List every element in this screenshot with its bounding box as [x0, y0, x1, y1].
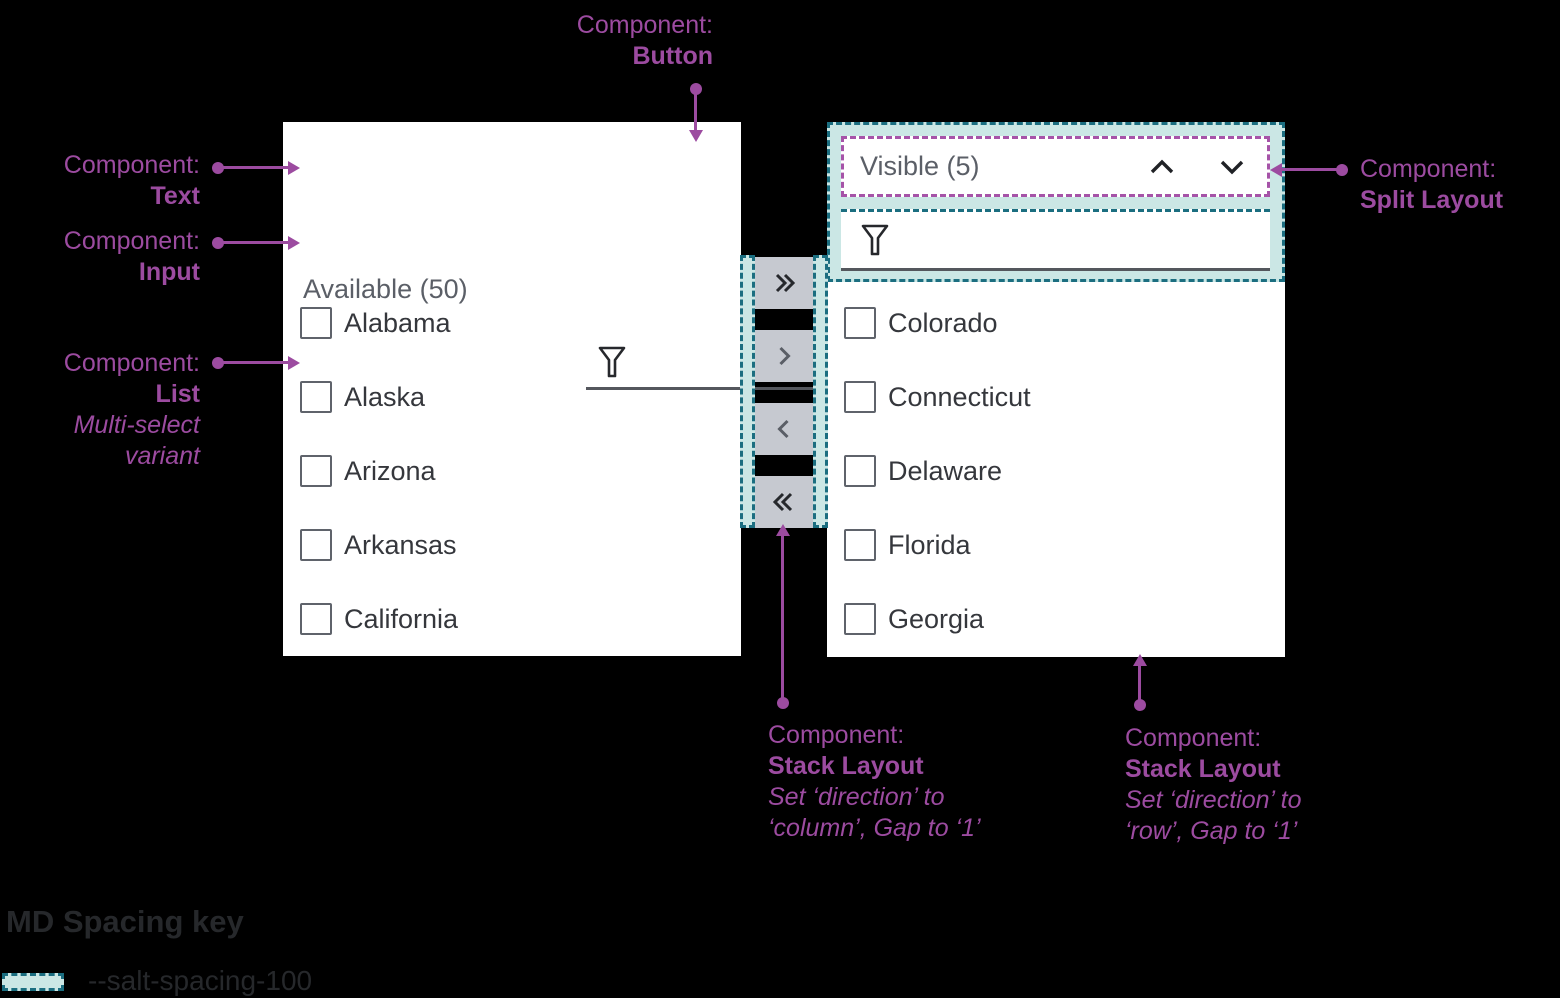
- chevron-left-icon: [777, 419, 789, 439]
- list-item[interactable]: Alabama: [283, 286, 741, 360]
- list-item-label: California: [344, 603, 459, 634]
- checkbox[interactable]: [844, 381, 876, 413]
- move-all-left-button[interactable]: [755, 476, 813, 528]
- annotation-line: [221, 241, 289, 244]
- annotation-arrowhead: [288, 356, 300, 370]
- arrange-buttons: [1147, 154, 1247, 180]
- filter-funnel-icon: [598, 346, 626, 378]
- move-down-button[interactable]: [1217, 154, 1247, 180]
- move-left-button[interactable]: [755, 403, 813, 455]
- list-item-label: Arizona: [344, 455, 436, 486]
- annotation-button: Component: Button: [576, 11, 713, 70]
- annotation-stack-layout-column: Component: Stack Layout Set ‘direction’ …: [768, 721, 981, 842]
- list-item-label: Arkansas: [344, 529, 457, 560]
- list-item-label: Alaska: [344, 381, 426, 412]
- annotation-dot: [212, 357, 224, 369]
- move-right-button[interactable]: [755, 330, 813, 382]
- available-list-panel: Available (50) AZ ↓ Alabama Alaska: [283, 122, 1006, 656]
- filter-input[interactable]: [586, 342, 1006, 390]
- checkbox[interactable]: [844, 529, 876, 561]
- annotation-dot: [212, 237, 224, 249]
- annotation-dot: [777, 697, 789, 709]
- annotation-text: Component: Text: [63, 151, 200, 210]
- checkbox[interactable]: [300, 603, 332, 635]
- annotation-arrowhead: [1270, 163, 1282, 177]
- annotation-arrowhead: [1133, 654, 1147, 666]
- annotation-arrowhead: [288, 236, 300, 250]
- annotation-line: [1282, 168, 1338, 171]
- move-up-button[interactable]: [1147, 154, 1177, 180]
- available-list: Alabama Alaska Arizona Arkansas Californ…: [283, 286, 741, 656]
- chevron-right-icon: [779, 346, 791, 366]
- annotation-arrowhead: [689, 130, 703, 142]
- spacing-band: [740, 255, 755, 528]
- annotation-dot: [1134, 699, 1146, 711]
- annotation-input: Component: Input: [63, 227, 200, 286]
- spacing-key-swatch: [2, 973, 64, 991]
- annotation-arrowhead: [776, 524, 790, 536]
- checkbox[interactable]: [300, 529, 332, 561]
- list-item-label: Alabama: [344, 307, 451, 338]
- move-all-right-button[interactable]: [755, 257, 813, 309]
- list-item[interactable]: Georgia: [827, 582, 1285, 656]
- list-item-label: Colorado: [888, 307, 998, 338]
- annotation-line: [1138, 666, 1141, 702]
- annotation-dot: [1336, 164, 1348, 176]
- double-chevron-right-icon: [775, 273, 796, 293]
- spacing-band: [813, 255, 828, 528]
- list-item[interactable]: Connecticut: [827, 360, 1285, 434]
- checkbox[interactable]: [300, 307, 332, 339]
- annotation-arrowhead: [288, 161, 300, 175]
- available-title: Available (50): [303, 274, 468, 304]
- annotation-line: [221, 361, 289, 364]
- checkbox[interactable]: [300, 381, 332, 413]
- filter-funnel-icon: [861, 224, 889, 256]
- checkbox[interactable]: [844, 455, 876, 487]
- list-item[interactable]: Arizona: [283, 434, 741, 508]
- list-item[interactable]: Colorado: [827, 286, 1285, 360]
- annotation-list: Component: List Multi-select variant: [63, 349, 200, 470]
- visible-title: Visible (5): [860, 151, 980, 181]
- list-item[interactable]: Alaska: [283, 360, 741, 434]
- visible-list: Colorado Connecticut Delaware Florida Ge…: [827, 286, 1285, 656]
- spacing-key-token-label: --salt-spacing-100: [88, 965, 313, 996]
- list-item[interactable]: Arkansas: [283, 508, 741, 582]
- list-item[interactable]: California: [283, 582, 741, 656]
- split-layout-outline: Visible (5): [841, 136, 1270, 197]
- visible-list-panel: Visible (5): [827, 122, 1285, 657]
- annotation-line: [221, 166, 289, 169]
- checkbox[interactable]: [844, 603, 876, 635]
- list-item-label: Georgia: [888, 603, 985, 634]
- filter-input[interactable]: [841, 209, 1270, 271]
- double-chevron-left-icon: [772, 492, 793, 512]
- list-item-label: Delaware: [888, 455, 1003, 486]
- list-item-label: Connecticut: [888, 381, 1031, 412]
- annotation-stack-layout-row: Component: Stack Layout Set ‘direction’ …: [1125, 724, 1302, 845]
- annotation-line: [694, 93, 697, 131]
- annotation-dot: [690, 83, 702, 95]
- list-item-label: Florida: [888, 529, 971, 560]
- checkbox[interactable]: [844, 307, 876, 339]
- checkbox[interactable]: [300, 455, 332, 487]
- annotation-line: [781, 536, 784, 699]
- annotation-dot: [212, 162, 224, 174]
- spacing-overlay: Visible (5): [827, 122, 1285, 282]
- list-item[interactable]: Florida: [827, 508, 1285, 582]
- annotation-split-layout: Component: Split Layout: [1360, 155, 1504, 214]
- spacing-key-title: MD Spacing key: [6, 904, 244, 939]
- list-item[interactable]: Delaware: [827, 434, 1285, 508]
